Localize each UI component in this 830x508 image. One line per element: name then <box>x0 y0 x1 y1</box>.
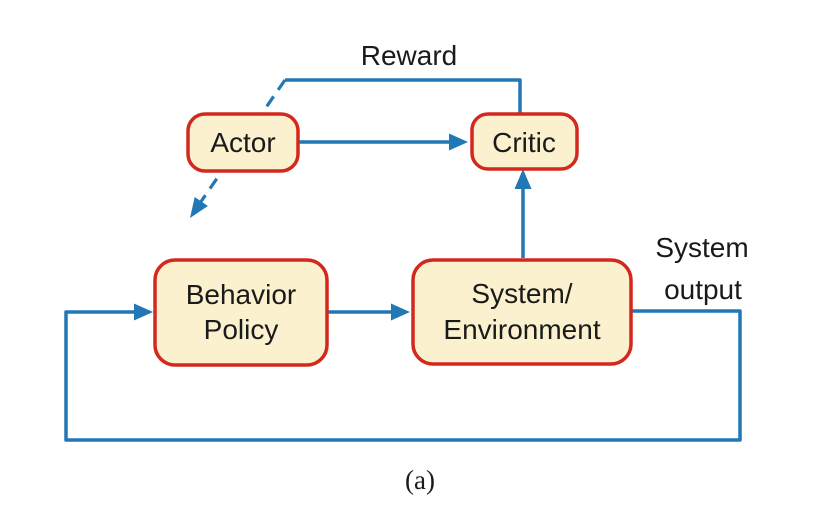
feedback-to-behavior-arrowhead-icon <box>134 303 153 321</box>
system-environment-label-line1: System/ <box>471 278 572 309</box>
system-output-label-line2: output <box>664 274 742 305</box>
figure-caption: (a) <box>405 465 435 495</box>
system-output-feedback-line <box>64 309 742 442</box>
critic-node <box>470 112 579 171</box>
reward-label: Reward <box>361 40 457 71</box>
actor-label: Actor <box>210 127 275 158</box>
actor-update-dashed-line <box>198 79 287 204</box>
system-output-label-line1: System <box>655 232 748 263</box>
behavior-policy-label-line1: Behavior <box>186 279 297 310</box>
actor-to-critic-arrowhead-icon <box>449 133 468 151</box>
behavior-to-system-arrowhead-icon <box>391 303 410 321</box>
actor-update-arrowhead-icon <box>190 197 208 218</box>
actor-node <box>186 112 300 173</box>
behavior-policy-label-line2: Policy <box>204 314 279 345</box>
system-environment-node <box>411 258 633 366</box>
behavior-policy-node <box>153 258 329 367</box>
reward-line <box>285 78 522 115</box>
system-to-critic-arrowhead-icon <box>514 169 532 189</box>
critic-label: Critic <box>492 127 556 158</box>
system-environment-label-line2: Environment <box>443 314 600 345</box>
